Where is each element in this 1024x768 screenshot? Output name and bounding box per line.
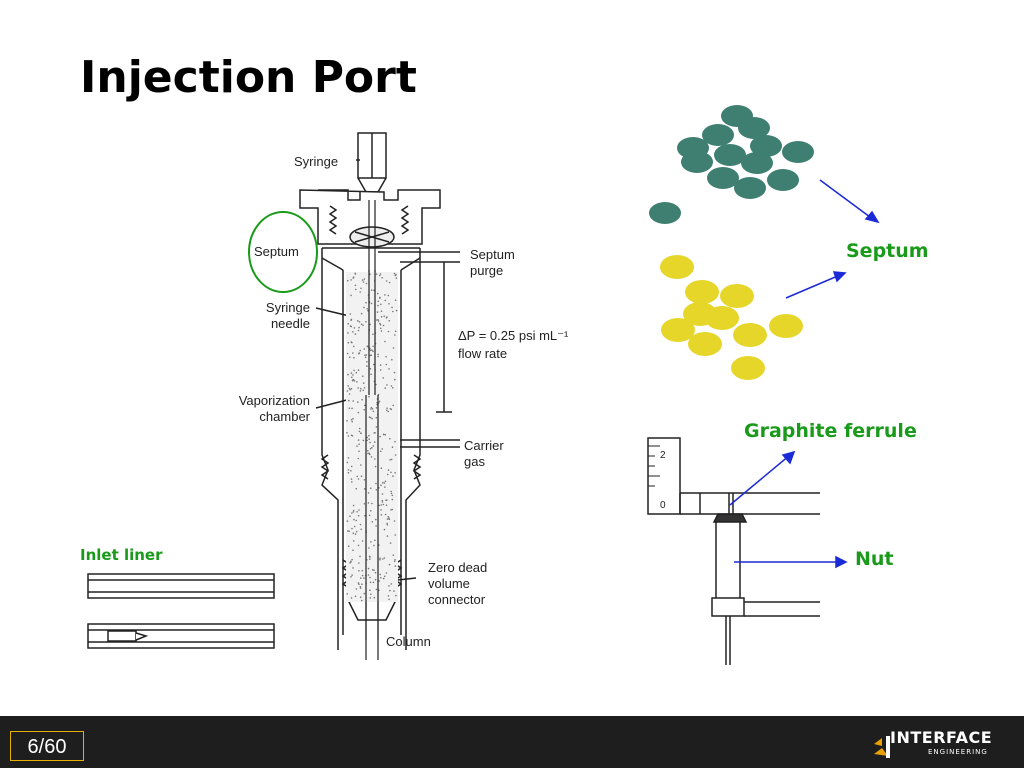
arrow-yellow-septum [785, 274, 841, 299]
label-septum-purge-2: purge [470, 263, 504, 278]
callout-nut: Nut [855, 548, 894, 570]
label-carrier-1: Carrier [464, 438, 504, 453]
logo-text: INTERFACE [890, 728, 993, 747]
ruler-ticks [648, 445, 660, 487]
callout-graphite-ferrule: Graphite ferrule [744, 420, 917, 442]
label-column: Column [386, 634, 431, 649]
interface-logo: INTERFACE ENGINEERING [872, 728, 1002, 762]
label-vaporization-1: Vaporization [238, 393, 310, 408]
inlet-liner-drawing [87, 573, 275, 649]
label-syringe-needle-1: Syringe [265, 300, 310, 315]
ruler-tick-2: 2 [660, 450, 666, 461]
page-number: 6/60 [10, 731, 84, 761]
ruler-tick-0: 0 [660, 500, 666, 511]
label-vaporization-2: chamber [259, 409, 310, 424]
footer-bar: 6/60 INTERFACE ENGINEERING [0, 716, 1024, 768]
label-syringe-needle-2: needle [270, 316, 310, 331]
label-carrier-2: gas [464, 454, 485, 469]
label-zero-dead-2: volume [428, 576, 470, 591]
logo-mark-icon [874, 736, 890, 758]
yellow-septa-photo [660, 255, 803, 380]
callout-septum: Septum [846, 240, 929, 262]
label-zero-dead-1: Zero dead [428, 560, 488, 575]
label-zero-dead-3: connector [428, 592, 486, 607]
label-septum-purge-1: Septum [470, 247, 515, 262]
label-septum: Septum [254, 244, 299, 259]
slide-title: Injection Port [80, 52, 417, 103]
packing-fill [346, 272, 398, 602]
label-syringe: Syringe [294, 154, 339, 169]
label-flow-rate: flow rate [458, 346, 508, 361]
septum-highlight-circle [248, 211, 318, 293]
arrow-ferrule [729, 454, 791, 506]
logo-subtext: ENGINEERING [928, 748, 988, 756]
ferrule-nut-drawing [647, 437, 820, 665]
label-delta-p: ΔP = 0.25 psi mL⁻¹ [458, 328, 569, 343]
arrow-teal-septum [819, 179, 875, 221]
callout-inlet-liner: Inlet liner [80, 546, 163, 564]
teal-septa-photo [649, 105, 814, 224]
